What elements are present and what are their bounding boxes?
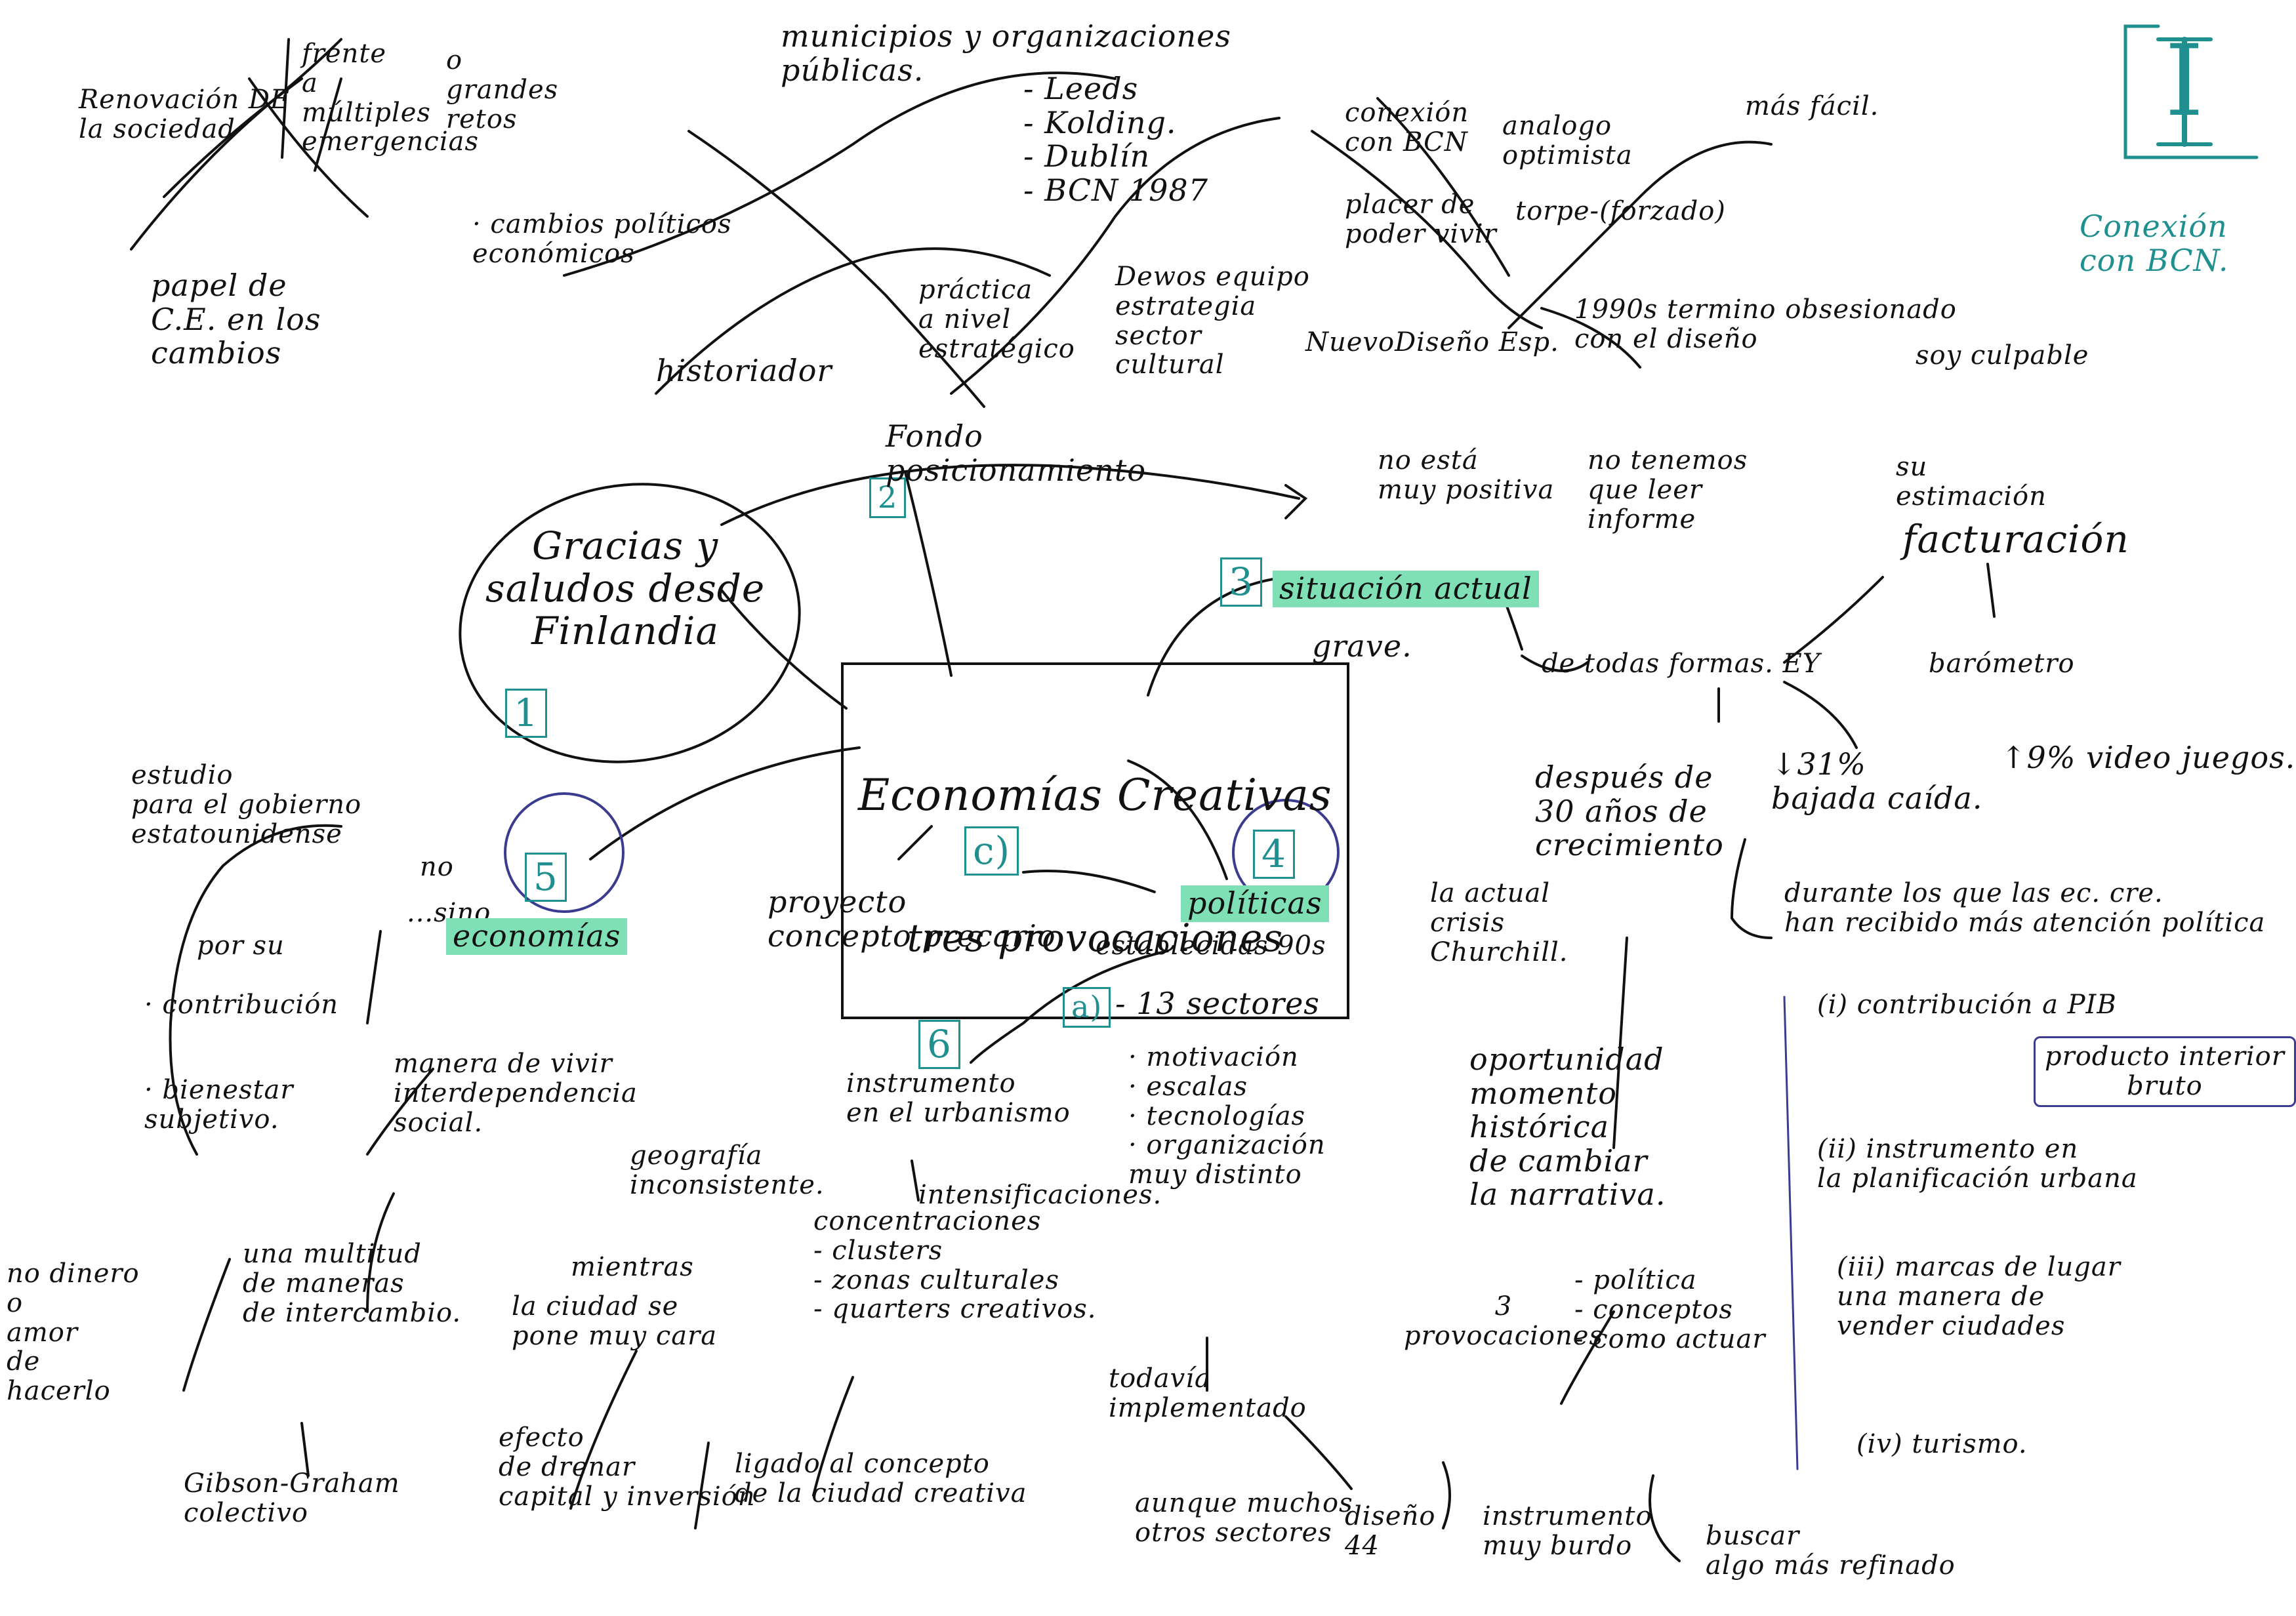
marker-2: 2 — [869, 477, 907, 518]
note-placer: placer de poder vivir — [1345, 190, 1497, 249]
section-marker-roman-one: I — [2165, 24, 2205, 138]
note-bienestar: · bienestar subjetivo. — [144, 1075, 294, 1135]
note-lista-provocaciones: - política - conceptos - como actuar — [1574, 1265, 1766, 1354]
note-concentraciones: concentraciones - clusters - zonas cultu… — [813, 1206, 1097, 1325]
note-torpe: torpe-(forzado) — [1515, 196, 1726, 226]
note-videojuegos: ↑9% video juegos. — [2001, 740, 2296, 775]
note-ligado: ligado al concepto de la ciudad creativa — [735, 1449, 1027, 1508]
marker-4: 4 — [1253, 830, 1295, 879]
note-analogo: analogo optimista — [1502, 111, 1633, 171]
note-culpable: soy culpable — [1916, 340, 2089, 371]
note-politicas: políticas — [1181, 885, 1329, 922]
note-marcas: (iii) marcas de lugar una manera de vend… — [1837, 1252, 2121, 1341]
note-cambios: · cambios políticos económicos — [472, 209, 732, 269]
note-renovacion: Renovación DE la sociedad — [79, 85, 291, 144]
note-situacion: situación actual — [1273, 571, 1539, 607]
note-nuevo-diseno: NuevoDiseño Esp. — [1305, 327, 1559, 357]
note-diseno-44: diseño 44 — [1345, 1501, 1436, 1561]
marker-6: 6 — [918, 1020, 960, 1069]
note-planificacion: (ii) instrumento en la planificación urb… — [1817, 1134, 2138, 1194]
marker-c: c) — [964, 826, 1019, 876]
note-historiador: historiador — [656, 353, 832, 388]
marker-1: 1 — [505, 689, 547, 738]
note-economias: economías — [446, 918, 628, 955]
note-papel: papel de C.E. en los cambios — [151, 268, 321, 371]
note-grave: grave. — [1312, 628, 1412, 664]
note-mientras: mientras — [571, 1252, 694, 1282]
marker-a: a) — [1063, 987, 1111, 1028]
note-pib-box: producto interior bruto — [2034, 1036, 2296, 1107]
note-municipios: municipios y organizaciones públicas. — [781, 18, 1231, 88]
note-fondo: Fondo posicionamiento — [886, 418, 1147, 488]
note-buscar: buscar algo más refinado — [1706, 1521, 1956, 1581]
note-no-tenemos: no tenemos que leer informe — [1588, 445, 1748, 535]
note-durante: durante los que las ec. cre. han recibid… — [1784, 878, 2266, 938]
note-conexion: conexión con BCN — [1345, 98, 1469, 157]
note-tres-provocaciones: 3 provocaciones — [1404, 1291, 1603, 1351]
central-title: Economías Creativas — [858, 769, 1332, 820]
marker-3: 3 — [1220, 557, 1262, 607]
note-gracias: Gracias y saludos desde Finlandia — [485, 523, 766, 653]
note-practica: práctica a nivel estratégico — [918, 275, 1075, 364]
note-manera: manera de vivir interdependencia social. — [394, 1049, 638, 1138]
note-establecidas: establecidas 90s — [1096, 931, 1326, 961]
marker-5: 5 — [525, 853, 567, 902]
note-facil: más fácil. — [1745, 91, 1879, 121]
note-estudio: estudio para el gobierno estatounidense — [131, 760, 362, 849]
note-aunque: aunque muchos otros sectores — [1135, 1488, 1353, 1548]
note-gibson: Gibson-Graham colectivo — [184, 1468, 400, 1528]
note-teal-conexion: Conexión con BCN. — [2080, 209, 2229, 278]
note-todas-formas: de todas formas. EY — [1542, 649, 1821, 679]
note-instrumento-burdo: instrumento muy burdo — [1483, 1501, 1652, 1561]
note-no-esta: no está muy positiva — [1378, 445, 1555, 505]
note-multitud: una multitud de maneras de intercambio. — [243, 1239, 462, 1328]
note-porsu: por su — [197, 931, 285, 961]
note-retos: o grandes retos — [446, 45, 559, 134]
central-subtitle: tres provocaciones — [907, 915, 1284, 960]
note-efecto: efecto de drenar capital y inversión — [499, 1423, 756, 1512]
note-ciudad-cara: la ciudad se pone muy cara — [512, 1291, 718, 1351]
note-frente: frente a múltiples emergencias — [302, 39, 480, 157]
note-turismo: (iv) turismo. — [1856, 1429, 2028, 1459]
note-facturacion: facturación — [1902, 517, 2129, 561]
central-topic: Economías Creativas tres provocaciones — [841, 662, 1349, 1020]
note-proyecto: proyecto concepto precario. — [768, 884, 1066, 954]
note-no-dinero: no dinero o amor de hacerlo — [7, 1259, 140, 1407]
note-instrumento-urbanismo: instrumento en el urbanismo — [846, 1068, 1071, 1128]
note-crisis: la actual crisis Churchill. — [1430, 878, 1568, 967]
note-estimacion: su estimación — [1896, 452, 2047, 512]
note-contribucion: · contribución — [144, 990, 339, 1020]
note-barometro: barómetro — [1929, 649, 2075, 679]
note-despues: después de 30 años de crecimiento — [1535, 759, 1724, 863]
note-ciudades: - Leeds - Kolding. - Dublín - BCN 1987 — [1023, 71, 1208, 208]
note-lista-sectores: · motivación · escalas · tecnologías · o… — [1128, 1042, 1326, 1190]
note-baja: ↓31% bajada caída. — [1771, 746, 1983, 816]
note-no: no — [420, 852, 454, 882]
note-oportunidad: oportunidad momento histórica de cambiar… — [1469, 1041, 1666, 1213]
note-dewos: Dewos equipo estrategia sector cultural — [1115, 262, 1310, 380]
note-intensificaciones: intensificaciones. — [918, 1180, 1162, 1210]
note-sectores: - 13 sectores — [1115, 986, 1320, 1021]
note-1990s: 1990s termino obsesionado con el diseño — [1574, 294, 1957, 354]
note-todavia: todavía implementado — [1109, 1364, 1307, 1423]
note-contribucion-pib: (i) contribución a PIB — [1817, 990, 2117, 1020]
note-geografia: geografía inconsistente. — [630, 1141, 825, 1200]
